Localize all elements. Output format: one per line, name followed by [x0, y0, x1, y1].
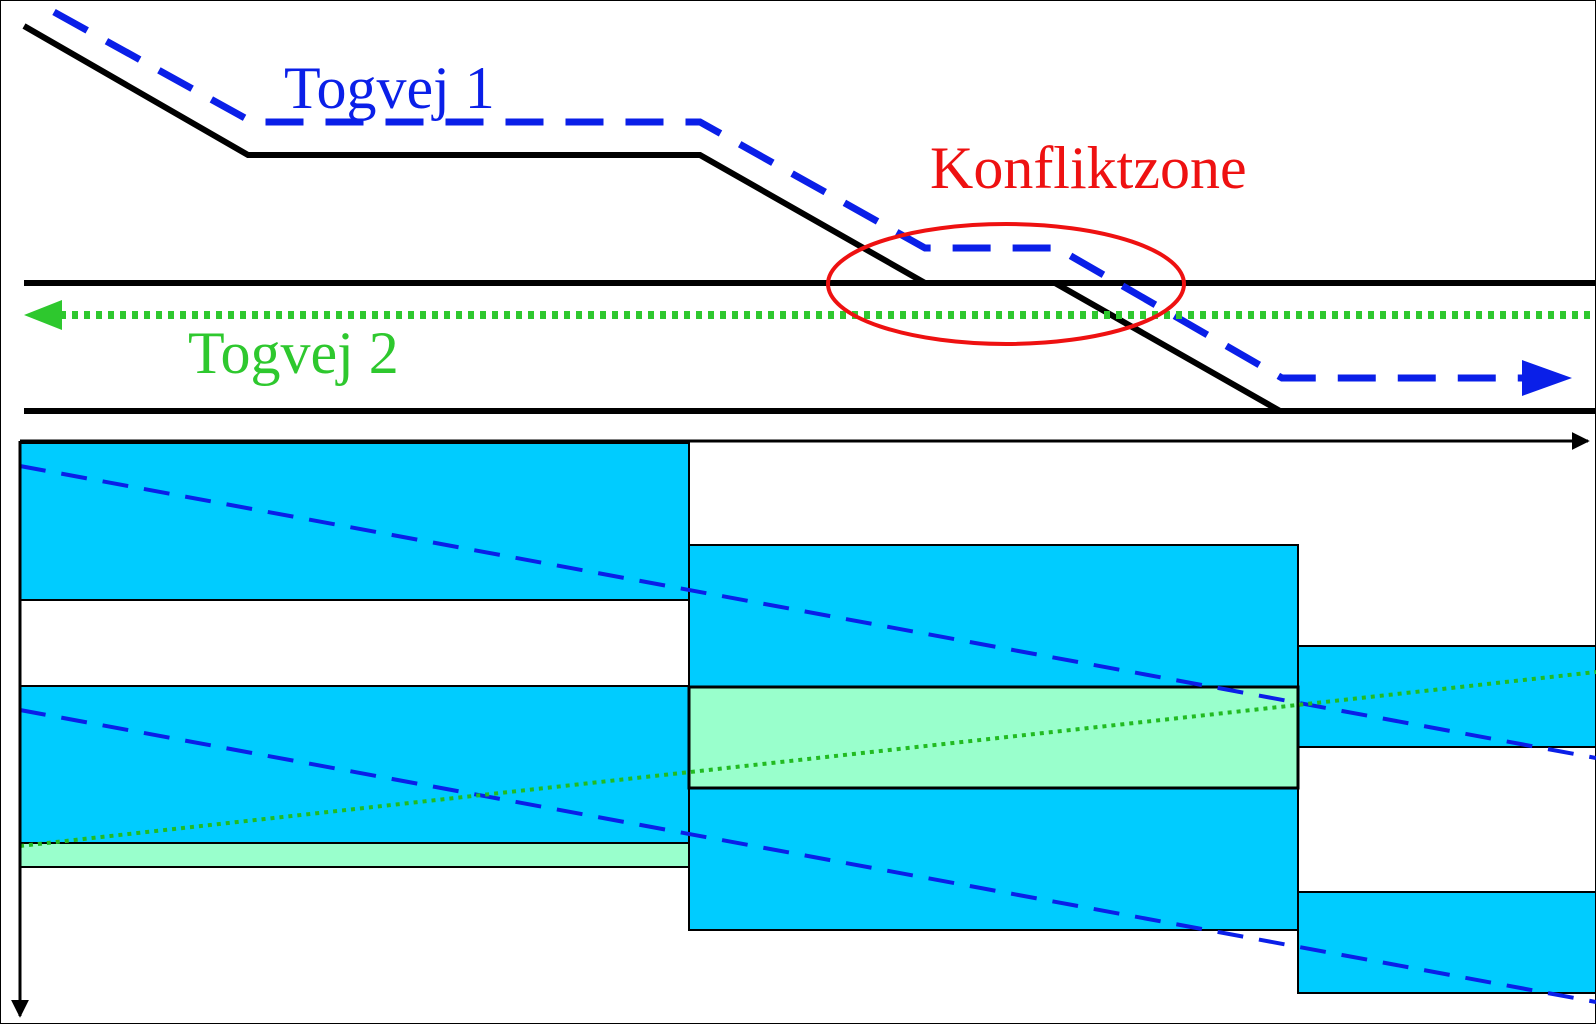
- train-path-2: [19, 670, 1596, 848]
- block-occupation-train2-conflict: [687, 685, 1300, 790]
- block-occupation-train3-section2: [688, 787, 1299, 931]
- block-occupation-train1-section1: [19, 442, 690, 601]
- train-path-1: [19, 464, 1596, 760]
- block-occupation-train3-section3: [1297, 891, 1596, 994]
- conflict-zone-label: Konfliktzone: [930, 135, 1247, 201]
- block-occupation-train1-section2: [688, 544, 1299, 688]
- track-layout: [22, 8, 1596, 414]
- train-path-3: [19, 708, 1596, 1004]
- train-route-2-label: Togvej 2: [188, 320, 399, 386]
- train-route-1-arrowhead: [1522, 360, 1572, 396]
- block-occupation-train2-section1: [19, 842, 690, 868]
- train-route-1-path: [52, 8, 1530, 382]
- train-route-2-arrowhead: [24, 300, 62, 330]
- blocking-time-diagram: [11, 432, 1596, 1018]
- train-route-1-label: Togvej 1: [284, 55, 495, 121]
- conflict-zone-ellipse: [826, 222, 1186, 346]
- diverging-track: [22, 23, 1282, 414]
- block-occupation-train3-section1: [19, 685, 690, 844]
